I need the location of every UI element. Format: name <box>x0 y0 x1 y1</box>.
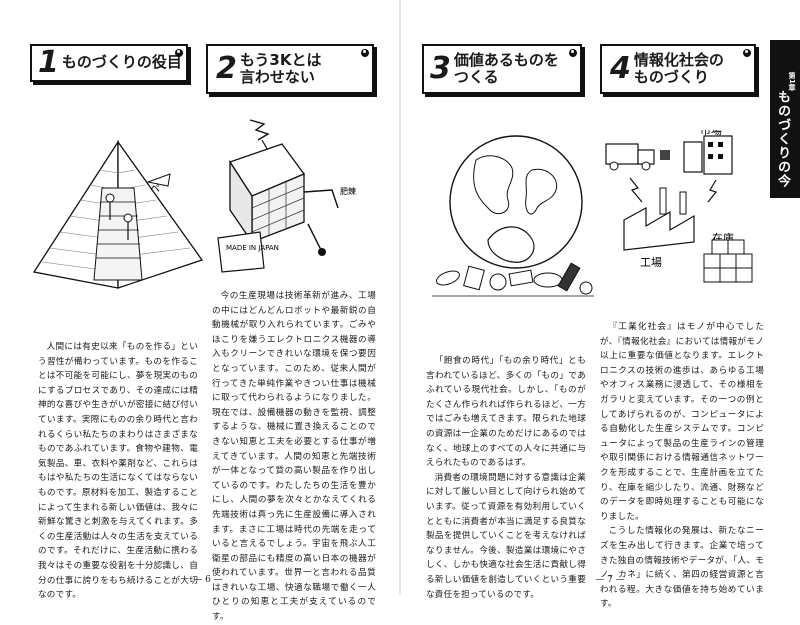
section-2-title-line-2: 言わせない <box>239 68 315 86</box>
left-page: 1 ものづくりの役目 2 もう3Kとは 言わせない <box>0 0 400 622</box>
pyramid-illustration: ペ <box>30 140 205 290</box>
bullet-icon <box>175 49 183 57</box>
section-3-paragraph-1: 「飽食の時代」「もの余り時代」とも言われているほど、多くの「もの」であふれている… <box>426 356 586 469</box>
bullet-icon <box>361 49 369 57</box>
robot-label: 肥錬 <box>340 186 356 196</box>
section-4-title-line-2: ものづくり <box>633 68 709 86</box>
section-1-paragraph: 人間には有史以来「ものを作る」という習性が備わっています。ものを作ることは不可能… <box>38 342 198 601</box>
pyramid-sign: ペ <box>150 184 160 195</box>
section-4-number: 4 <box>610 51 631 86</box>
section-3-number: 3 <box>430 51 451 86</box>
page-gutter <box>399 0 401 595</box>
section-3-paragraph-2: 消費者の環境問題に対する意識は企業に対して厳しい目として向けられ始めています。従… <box>426 472 586 600</box>
section-4-paragraph-1: 『工業化社会』はモノが中心でしたが、『情報化社会』においては情報がモノ以上に重要… <box>600 322 764 522</box>
chapter-tab: 第1章 ものづくりの今 <box>770 40 800 198</box>
section-2-number: 2 <box>216 51 237 86</box>
section-2-heading: 2 もう3Kとは 言わせない <box>206 44 374 94</box>
section-1-body: 人間には有史以来「ものを作る」という習性が備わっています。ものを作ることは不可能… <box>38 340 198 603</box>
market-label: 市場 <box>700 130 722 137</box>
section-4-body: 『工業化社会』はモノが中心でしたが、『情報化社会』においては情報がモノ以上に重要… <box>600 320 764 612</box>
chapter-title: ものづくりの今 <box>775 90 790 188</box>
section-1-heading: 1 ものづくりの役目 <box>30 44 188 82</box>
section-3-title-line-2: つくる <box>453 68 499 86</box>
section-4-title-line-1: 情報化社会の <box>633 50 724 69</box>
section-3-body: 「飽食の時代」「もの余り時代」とも言われているほど、多くの「もの」であふれている… <box>426 354 586 602</box>
section-2-paragraph: 今の生産現場は技術革新が進み、工場の中にはどんどんロボットや最新鋭の自動機械が取… <box>212 291 376 623</box>
right-page: 3 価値あるものを つくる 4 情報化社会の ものづくり <box>400 0 800 609</box>
section-4-heading: 4 情報化社会の ものづくり <box>600 44 756 94</box>
page-number-left: — 6 — <box>193 575 223 585</box>
factory-illustration: 市場 工場 在庫 <box>600 130 765 290</box>
section-2-title: もう3Kとは 言わせない <box>239 50 322 87</box>
factory-label: 工場 <box>640 256 662 269</box>
chapter-number: 第1章 <box>788 72 796 91</box>
section-3-heading: 3 価値あるものを つくる <box>422 44 582 94</box>
bullet-icon <box>743 49 751 57</box>
section-1-number: 1 <box>38 45 59 80</box>
page-number-right: — 7 — <box>595 575 625 585</box>
section-4-paragraph-2: こうした情報化の発展は、新たなニーズを生み出して行きます。企業で培ってきた独自の… <box>600 526 764 610</box>
section-2-body: 今の生産現場は技術革新が進み、工場の中にはどんどんロボットや最新鋭の自動機械が取… <box>212 289 376 625</box>
globe-illustration <box>428 130 598 310</box>
made-in-japan-tag: MADE IN JAPAN <box>226 244 279 252</box>
bullet-icon <box>569 49 577 57</box>
section-2-title-line-1: もう3Kとは <box>239 50 322 69</box>
section-4-title: 情報化社会の ものづくり <box>633 50 724 87</box>
section-1-title: ものづくりの役目 <box>61 53 182 72</box>
section-3-title-line-1: 価値あるものを <box>453 50 559 69</box>
robot-illustration: 肥錬 MADE IN JAPAN <box>212 112 372 277</box>
section-3-title: 価値あるものを つくる <box>453 50 559 87</box>
